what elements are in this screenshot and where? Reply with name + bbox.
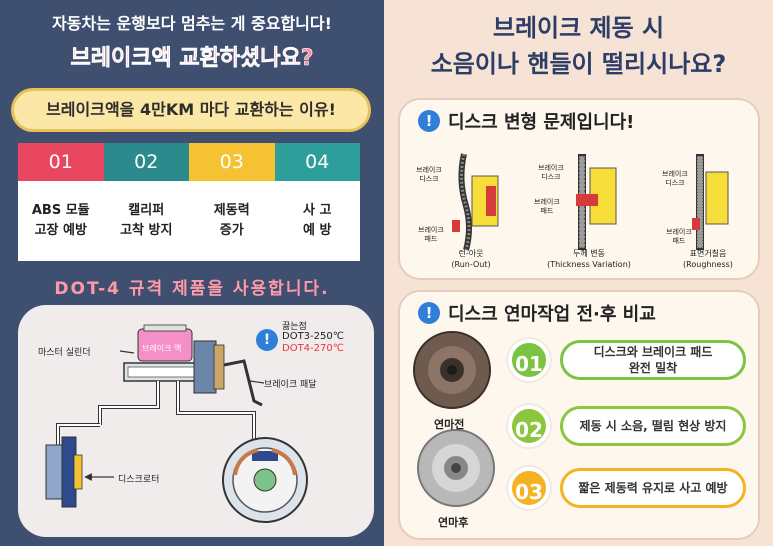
reason-card-2: 02 캘리퍼 고착 방지: [103, 143, 189, 261]
card-text: ABS 모듈 고장 예방: [31, 203, 90, 238]
left-panel: 자동차는 운행보다 멈추는 게 중요합니다! 브레이크액 교환하셨나요? 브레이…: [0, 0, 384, 546]
boiling-point-title: 끓는점: [282, 322, 307, 332]
benefit-row-1: 01 디스크와 브레이크 패드 완전 밀착: [508, 339, 746, 381]
disc-label-1: 브레이크 디스크: [416, 166, 442, 183]
benefit-text: 제동 시 소음, 떨림 현상 방지: [560, 406, 746, 446]
master-cylinder-label: 마스터 실린더: [38, 348, 91, 358]
polishing-comparison-box: ! 디스크 연마작업 전·후 비교 연마전 연마후 01 디스크와 브레이크 패…: [398, 290, 760, 540]
card-text: 사 고 예 방: [303, 203, 332, 238]
dot3-boiling-point: DOT3-250℃: [282, 331, 344, 342]
benefit-text: 디스크와 브레이크 패드 완전 밀착: [560, 340, 746, 380]
dot4-notice: DOT-4 규격 제품을 사용합니다.: [54, 279, 330, 299]
disc-deformation-box: ! 디스크 변형 문제입니다! 브레이크 디스크 브레이크 패드 브레이크 디스…: [398, 98, 760, 280]
benefit-text: 짧은 제동력 유지로 사고 예방: [560, 468, 746, 508]
section2-heading: ! 디스크 연마작업 전·후 비교: [418, 300, 656, 326]
card-number: 02: [103, 143, 189, 181]
brake-system-diagram: 마스터 실린더 브레이크 액 브레이크 패달 디스크로터 ! 끓는점 DOT3-…: [18, 305, 374, 537]
reason-card-1: 01 ABS 모듈 고장 예방: [18, 143, 104, 261]
after-polish-caption: 연마후: [438, 516, 469, 529]
pad-label-2: 브레이크 패드: [534, 198, 560, 215]
card-number: 03: [189, 143, 275, 181]
right-panel: 브레이크 제동 시 소음이나 핸들이 떨리시나요? ! 디스크 변형 문제입니다…: [384, 0, 773, 546]
right-title-line-2: 소음이나 핸들이 떨리시나요?: [430, 50, 727, 78]
benefit-row-3: 03 짧은 제동력 유지로 사고 예방: [508, 467, 746, 509]
before-polish-caption: 연마전: [434, 418, 465, 431]
caption-thickness-en: (Thickness Variation): [547, 260, 631, 269]
pad-label-3: 브레이크 패드: [666, 228, 692, 245]
caption-roughness-ko: 표면거칠음: [689, 249, 727, 258]
disc-rotor-label: 디스크로터: [118, 475, 160, 485]
benefit-number: 01: [508, 339, 550, 381]
disc-deformation-diagrams: [452, 153, 729, 251]
dot4-boiling-point: DOT4-270℃: [282, 343, 344, 354]
disc-label-3: 브레이크 디스크: [662, 170, 688, 187]
section1-heading: ! 디스크 변형 문제입니다!: [418, 108, 634, 134]
benefit-number: 02: [508, 405, 550, 447]
left-title: 브레이크액 교환하셨나요?: [70, 46, 314, 72]
caption-run-out-ko: 런-아웃: [458, 249, 484, 258]
brake-pedal-label: 브레이크 패달: [264, 380, 317, 390]
card-text: 제동력 증가: [213, 203, 250, 238]
pad-label-1: 브레이크 패드: [418, 226, 444, 243]
section1-heading-text: 디스크 변형 문제입니다!: [448, 112, 635, 133]
right-title-line-1: 브레이크 제동 시: [492, 14, 665, 42]
info-icon: !: [418, 110, 440, 132]
card-number: 01: [18, 143, 104, 181]
reason-cards: 01 ABS 모듈 고장 예방 02 캘리퍼 고착 방지 03 제동력 증가 0…: [18, 143, 360, 261]
card-number: 04: [274, 143, 360, 181]
card-text: 캘리퍼 고착 방지: [120, 203, 173, 238]
caption-run-out-en: (Run-Out): [451, 260, 491, 269]
left-subtitle: 자동차는 운행보다 멈추는 게 중요합니다!: [52, 14, 332, 33]
caption-roughness: 표면거칠음 (Roughness): [668, 248, 748, 270]
reason-card-3: 03 제동력 증가: [189, 143, 275, 261]
benefit-number: 03: [508, 467, 550, 509]
caption-run-out: 런-아웃 (Run-Out): [436, 248, 506, 270]
caption-roughness-en: (Roughness): [683, 260, 733, 269]
info-icon: !: [418, 302, 440, 324]
brake-fluid-tank-label: 브레이크 액: [142, 344, 182, 353]
reason-banner: 브레이크액을 4만KM 마다 교환하는 이유!: [11, 88, 371, 132]
disc-label-2: 브레이크 디스크: [538, 164, 564, 181]
caption-thickness: 두께 변동 (Thickness Variation): [534, 248, 644, 270]
section2-heading-text: 디스크 연마작업 전·후 비교: [448, 304, 656, 325]
rotor-images: [413, 331, 495, 507]
caption-thickness-ko: 두께 변동: [573, 249, 605, 258]
reason-card-4: 04 사 고 예 방: [274, 143, 360, 261]
info-icon: !: [256, 329, 278, 351]
benefit-row-2: 02 제동 시 소음, 떨림 현상 방지: [508, 405, 746, 447]
right-title: 브레이크 제동 시 소음이나 핸들이 떨리시나요?: [384, 10, 773, 82]
brake-line-illustration: [45, 324, 308, 523]
